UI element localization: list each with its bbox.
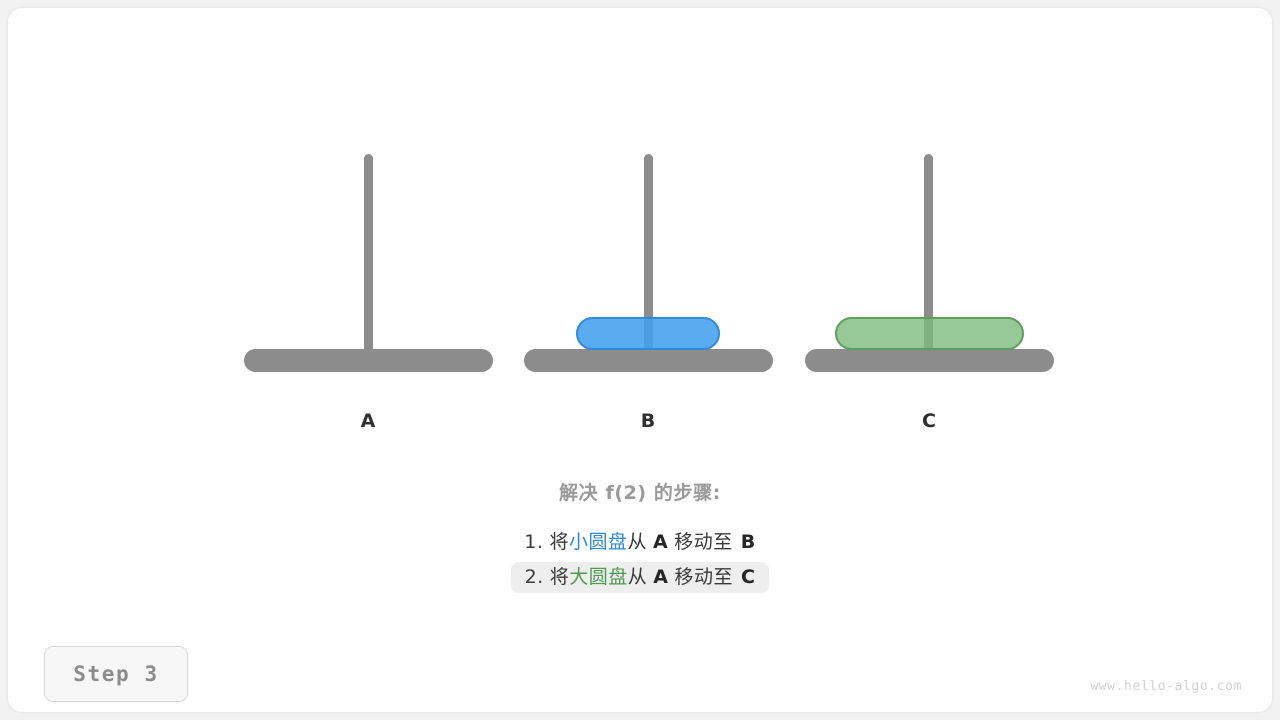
base-a [244,349,493,372]
watermark: www.hello-algo.com [1090,679,1242,694]
step-badge: Step 3 [44,646,188,702]
step-prefix: 将 [549,566,570,588]
caption-title: 解决 f(2) 的步骤: [559,482,721,504]
step-disk-name: 大圆盘 [569,566,628,588]
step-from-word: 从 [627,566,648,588]
step-prefix: 将 [549,531,569,553]
tower-label-a: A [360,410,376,432]
tower-label-b: B [640,410,656,432]
tower-label-c: C [922,410,936,432]
step-to-peg: B [740,531,756,553]
step-disk-name: 小圆盘 [568,531,628,553]
large-disk[interactable] [835,317,1024,350]
peg-a [364,154,373,354]
step-from-peg: A [652,531,669,553]
step-index: 1. [524,531,544,553]
peg-b [644,154,653,354]
small-disk[interactable] [576,317,720,350]
step-move-word: 移动至 [674,531,733,553]
step-from-peg: A [653,566,669,588]
peg-c [924,154,933,354]
step-move-word: 移动至 [674,566,733,588]
step-to-peg: C [740,566,756,588]
base-b [524,349,773,372]
base-c [805,349,1054,372]
step-index: 2. [524,566,544,588]
step-from-word: 从 [627,531,647,553]
